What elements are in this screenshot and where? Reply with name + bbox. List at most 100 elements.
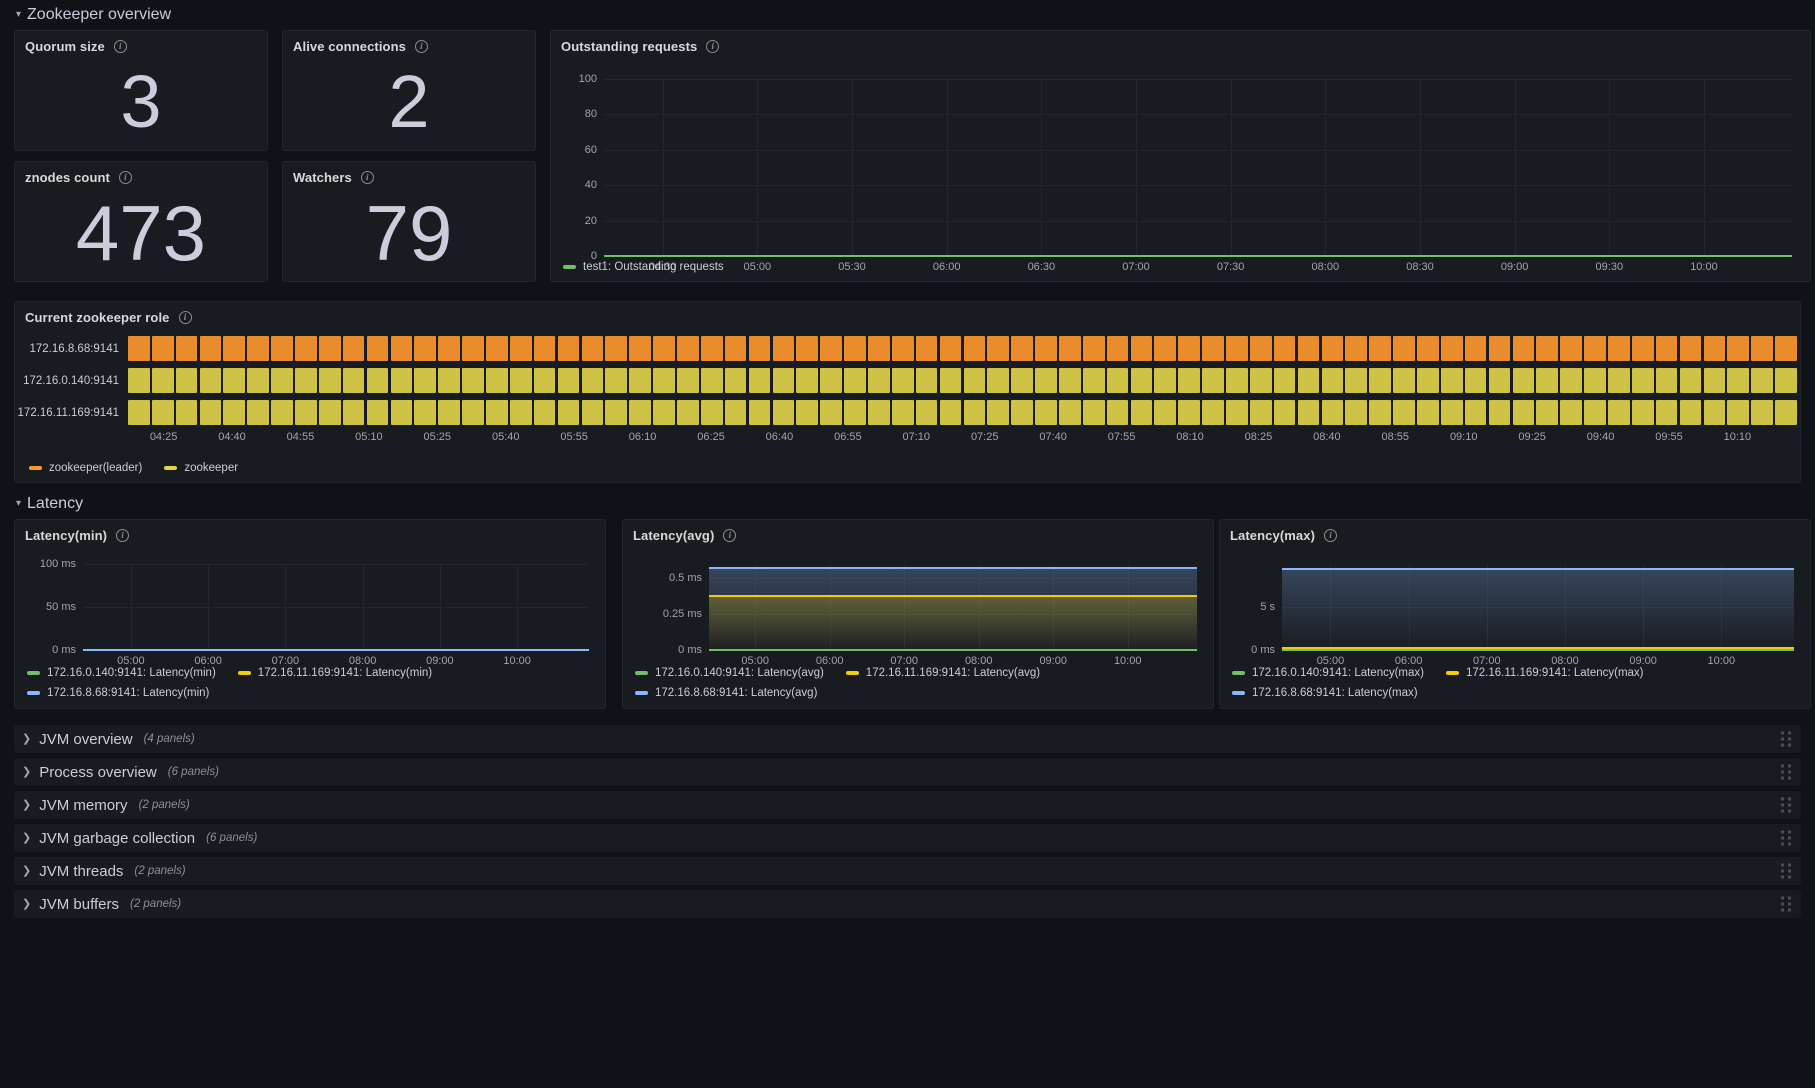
timeline-segment[interactable] bbox=[1082, 400, 1105, 425]
timeline-segment[interactable] bbox=[1751, 336, 1773, 361]
info-icon[interactable]: i bbox=[360, 171, 374, 184]
timeline-segment[interactable] bbox=[1130, 400, 1153, 425]
panel-watchers[interactable]: Watchers i 79 bbox=[282, 161, 536, 282]
timeline-segment[interactable] bbox=[796, 336, 819, 361]
timeline-segment[interactable] bbox=[1345, 336, 1368, 361]
timeline-segment[interactable] bbox=[175, 368, 198, 393]
timeline-segment[interactable] bbox=[1297, 368, 1320, 393]
timeline-segment[interactable] bbox=[1178, 400, 1200, 425]
timeline-segment[interactable] bbox=[1369, 400, 1391, 425]
info-icon[interactable]: i bbox=[723, 529, 737, 542]
timeline-segment[interactable] bbox=[295, 400, 317, 425]
timeline-segment[interactable] bbox=[271, 336, 293, 361]
timeline-segment[interactable] bbox=[1727, 336, 1750, 361]
timeline-segment[interactable] bbox=[1058, 368, 1081, 393]
timeline-segment[interactable] bbox=[629, 336, 651, 361]
timeline-segment[interactable] bbox=[462, 368, 484, 393]
timeline-segment[interactable] bbox=[1464, 336, 1487, 361]
timeline-segment[interactable] bbox=[1178, 368, 1200, 393]
timeline-segment[interactable] bbox=[1512, 368, 1535, 393]
timeline-segment[interactable] bbox=[557, 336, 580, 361]
timeline-segment[interactable] bbox=[1417, 400, 1439, 425]
timeline-segment[interactable] bbox=[414, 368, 437, 393]
timeline-segment[interactable] bbox=[342, 400, 365, 425]
timeline-segment[interactable] bbox=[1178, 336, 1200, 361]
timeline-segment[interactable] bbox=[844, 336, 866, 361]
timeline-segment[interactable] bbox=[1417, 368, 1439, 393]
timeline-segment[interactable] bbox=[509, 336, 532, 361]
timeline-segment[interactable] bbox=[891, 400, 914, 425]
timeline-segment[interactable] bbox=[1584, 400, 1606, 425]
timeline-segment[interactable] bbox=[820, 336, 842, 361]
timeline-segment[interactable] bbox=[1440, 368, 1463, 393]
timeline-segment[interactable] bbox=[533, 400, 556, 425]
timeline-segment[interactable] bbox=[1393, 336, 1415, 361]
timeline-segment[interactable] bbox=[820, 368, 842, 393]
timeline-segment[interactable] bbox=[1631, 368, 1654, 393]
timeline-segment[interactable] bbox=[1273, 336, 1296, 361]
timeline-segment[interactable] bbox=[868, 400, 890, 425]
timeline-segment[interactable] bbox=[533, 368, 556, 393]
timeline-segment[interactable] bbox=[1058, 400, 1081, 425]
timeline-segment[interactable] bbox=[414, 336, 437, 361]
timeline-segment[interactable] bbox=[987, 400, 1010, 425]
timeline-segment[interactable] bbox=[1345, 400, 1368, 425]
timeline-segment[interactable] bbox=[1106, 400, 1129, 425]
timeline-segment[interactable] bbox=[629, 400, 651, 425]
timeline-segment[interactable] bbox=[1631, 336, 1654, 361]
drag-handle-icon[interactable] bbox=[1781, 863, 1791, 879]
timeline-segment[interactable] bbox=[390, 400, 413, 425]
timeline-segment[interactable] bbox=[342, 336, 365, 361]
timeline-segment[interactable] bbox=[462, 400, 484, 425]
timeline-segment[interactable] bbox=[1679, 336, 1702, 361]
timeline-segment[interactable] bbox=[700, 400, 723, 425]
timeline-segment[interactable] bbox=[1011, 368, 1033, 393]
timeline-segment[interactable] bbox=[1536, 336, 1559, 361]
timeline-segment[interactable] bbox=[1393, 368, 1415, 393]
timeline-segment[interactable] bbox=[1488, 336, 1511, 361]
timeline-segment[interactable] bbox=[175, 336, 198, 361]
legend-item[interactable]: 172.16.11.169:9141: Latency(min) bbox=[237, 663, 432, 683]
timeline-segment[interactable] bbox=[677, 336, 699, 361]
timeline-segment[interactable] bbox=[1584, 336, 1606, 361]
timeline-segment[interactable] bbox=[1226, 336, 1248, 361]
drag-handle-icon[interactable] bbox=[1781, 797, 1791, 813]
timeline-segment[interactable] bbox=[557, 368, 580, 393]
timeline-segment[interactable] bbox=[987, 368, 1010, 393]
timeline-segment[interactable] bbox=[677, 400, 699, 425]
timeline-segment[interactable] bbox=[868, 368, 890, 393]
timeline-segment[interactable] bbox=[1249, 400, 1272, 425]
timeline-segment[interactable] bbox=[724, 368, 747, 393]
timeline-segment[interactable] bbox=[295, 336, 317, 361]
legend-item[interactable]: 172.16.0.140:9141: Latency(avg) bbox=[635, 663, 824, 683]
timeline-segment[interactable] bbox=[533, 336, 556, 361]
legend-item[interactable]: 172.16.8.68:9141: Latency(max) bbox=[1232, 683, 1780, 703]
timeline-segment[interactable] bbox=[390, 368, 413, 393]
legend-item[interactable]: zookeeper bbox=[164, 458, 238, 478]
timeline-segment[interactable] bbox=[128, 400, 150, 425]
timeline-segment[interactable] bbox=[318, 336, 341, 361]
timeline-segment[interactable] bbox=[318, 400, 341, 425]
timeline-segment[interactable] bbox=[1679, 400, 1702, 425]
drag-handle-icon[interactable] bbox=[1781, 731, 1791, 747]
timeline-segment[interactable] bbox=[1035, 368, 1057, 393]
timeline-segment[interactable] bbox=[796, 400, 819, 425]
timeline-segment[interactable] bbox=[295, 368, 317, 393]
timeline-segment[interactable] bbox=[1560, 400, 1582, 425]
timeline-segment[interactable] bbox=[1273, 368, 1296, 393]
timeline-segment[interactable] bbox=[891, 336, 914, 361]
row-header-latency[interactable]: ▾ Latency bbox=[10, 489, 1805, 519]
panel-alive-connections[interactable]: Alive connections i 2 bbox=[282, 30, 536, 151]
timeline-segment[interactable] bbox=[486, 336, 508, 361]
timeline-segment[interactable] bbox=[1130, 368, 1153, 393]
timeline-segment[interactable] bbox=[223, 336, 246, 361]
timeline-segment[interactable] bbox=[1297, 400, 1320, 425]
timeline-segment[interactable] bbox=[247, 400, 269, 425]
timeline-segment[interactable] bbox=[1106, 368, 1129, 393]
timeline-segment[interactable] bbox=[318, 368, 341, 393]
timeline-segment[interactable] bbox=[653, 368, 675, 393]
timeline-segment[interactable] bbox=[366, 336, 389, 361]
timeline-segment[interactable] bbox=[462, 336, 484, 361]
timeline-segment[interactable] bbox=[605, 336, 628, 361]
timeline-segment[interactable] bbox=[939, 400, 962, 425]
